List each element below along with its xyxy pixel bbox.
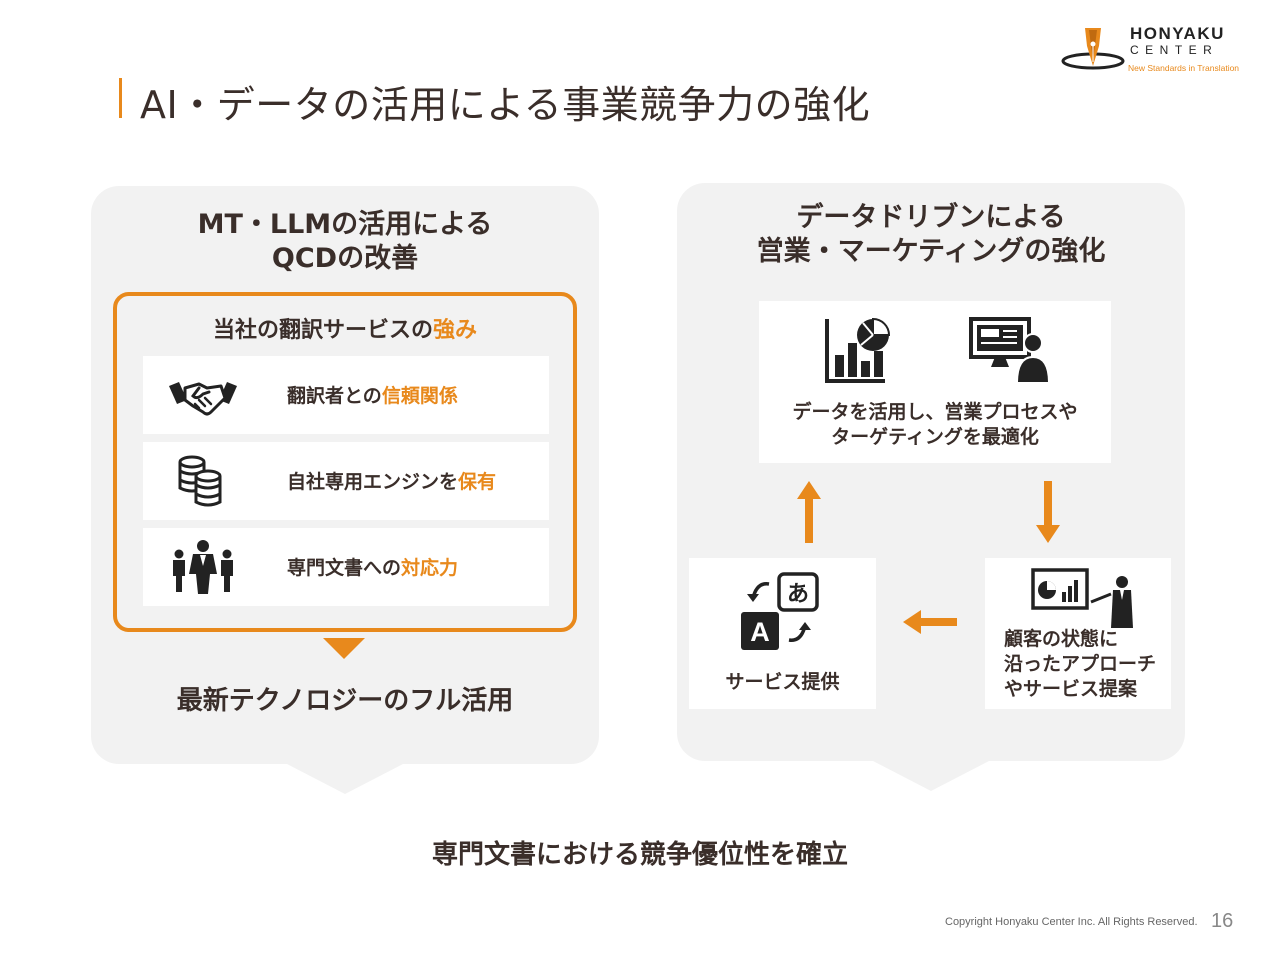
- data-driven-title-line2: 営業・マーケティングの強化: [756, 236, 1106, 267]
- strength-label-capability: 専門文書への対応力: [287, 553, 458, 580]
- honyaku-center-logo: HONYAKU CENTER New Standards in Translat…: [1060, 22, 1250, 80]
- strength-item-engine: 自社専用エンジンを保有: [143, 442, 549, 520]
- database-icon: [178, 455, 222, 507]
- strength-label-engine: 自社専用エンジンを保有: [287, 467, 496, 494]
- qcd-panel-title: MT・LLMの活用による QCDの改善: [91, 208, 599, 276]
- svg-text:あ: あ: [787, 582, 809, 607]
- presentation-icon: [1031, 568, 1133, 628]
- service-provision-box: あ A サービス提供: [689, 558, 876, 709]
- strengths-box: 当社の翻訳サービスの強み 翻訳者との信頼関係: [113, 292, 577, 632]
- pen-nib-logo-icon: [1061, 28, 1125, 70]
- customer-approach-line2: 沿ったアプローチ: [1004, 653, 1157, 675]
- data-driven-panel-title: データドリブンによる 営業・マーケティングの強化: [677, 201, 1185, 269]
- qcd-title-line2: QCDの改善: [271, 243, 419, 274]
- arrow-up-icon: [797, 481, 821, 543]
- customer-approach-text: 顧客の状態に 沿ったアプローチ やサービス提案: [1004, 627, 1156, 702]
- strength-engine-highlight: 保有: [458, 471, 497, 493]
- logo-name: HONYAKU: [1130, 24, 1225, 43]
- logo-subtitle: CENTER: [1130, 43, 1219, 57]
- strength-trust-highlight: 信頼関係: [381, 385, 458, 407]
- data-utilization-line2: ターゲティングを最適化: [831, 426, 1039, 448]
- strengths-title-prefix: 当社の翻訳サービスの: [212, 318, 433, 343]
- svg-text:A: A: [750, 617, 770, 647]
- strengths-title-highlight: 強み: [433, 318, 478, 343]
- strength-capability-prefix: 専門文書への: [287, 557, 402, 579]
- team-icon: [173, 540, 233, 594]
- data-utilization-text: データを活用し、営業プロセスや ターゲティングを最適化: [759, 400, 1111, 450]
- qcd-panel-pointer: [287, 764, 403, 794]
- strength-engine-prefix: 自社専用エンジンを: [287, 471, 459, 493]
- customer-approach-box: 顧客の状態に 沿ったアプローチ やサービス提案: [985, 558, 1171, 709]
- title-accent-bar: [119, 78, 122, 118]
- competitive-advantage-message: 専門文書における競争優位性を確立: [431, 840, 848, 870]
- strength-capability-highlight: 対応力: [401, 557, 459, 579]
- copyright-text: Copyright Honyaku Center Inc. All Rights…: [945, 916, 1198, 928]
- analytics-chart-icon: [825, 317, 891, 383]
- arrow-down-icon: [1036, 481, 1060, 543]
- strengths-title: 当社の翻訳サービスの強み: [117, 312, 573, 344]
- data-driven-title-line1: データドリブンによる: [796, 202, 1066, 233]
- logo-tagline: New Standards in Translation: [1128, 63, 1240, 73]
- down-arrow-icon: [323, 638, 365, 659]
- arrow-left-icon: [903, 610, 957, 634]
- service-provision-label: サービス提供: [725, 671, 840, 693]
- data-utilization-line1: データを活用し、営業プロセスや: [792, 401, 1078, 423]
- handshake-icon: [169, 382, 237, 416]
- computer-user-icon: [969, 317, 1051, 383]
- data-driven-panel: データドリブンによる 営業・マーケティングの強化 データを: [677, 183, 1185, 761]
- qcd-panel: MT・LLMの活用による QCDの改善 当社の翻訳サービスの強み 翻訳者との信頼…: [91, 186, 599, 764]
- qcd-panel-footer: 最新テクノロジーのフル活用: [176, 686, 514, 716]
- qcd-title-line1: MT・LLMの活用による: [197, 209, 493, 240]
- translation-icon: あ A: [741, 572, 819, 650]
- strength-item-trust: 翻訳者との信頼関係: [143, 356, 549, 434]
- customer-approach-line1: 顧客の状態に: [1004, 628, 1119, 650]
- page-number: 16: [1211, 910, 1234, 932]
- data-utilization-box: データを活用し、営業プロセスや ターゲティングを最適化: [759, 301, 1111, 463]
- strength-trust-prefix: 翻訳者との: [287, 385, 382, 407]
- strength-label-trust: 翻訳者との信頼関係: [287, 381, 458, 408]
- strength-item-capability: 専門文書への対応力: [143, 528, 549, 606]
- data-driven-panel-pointer: [873, 761, 989, 791]
- page-title: AI・データの活用による事業競争力の強化: [140, 83, 871, 127]
- customer-approach-line3: やサービス提案: [1004, 678, 1138, 700]
